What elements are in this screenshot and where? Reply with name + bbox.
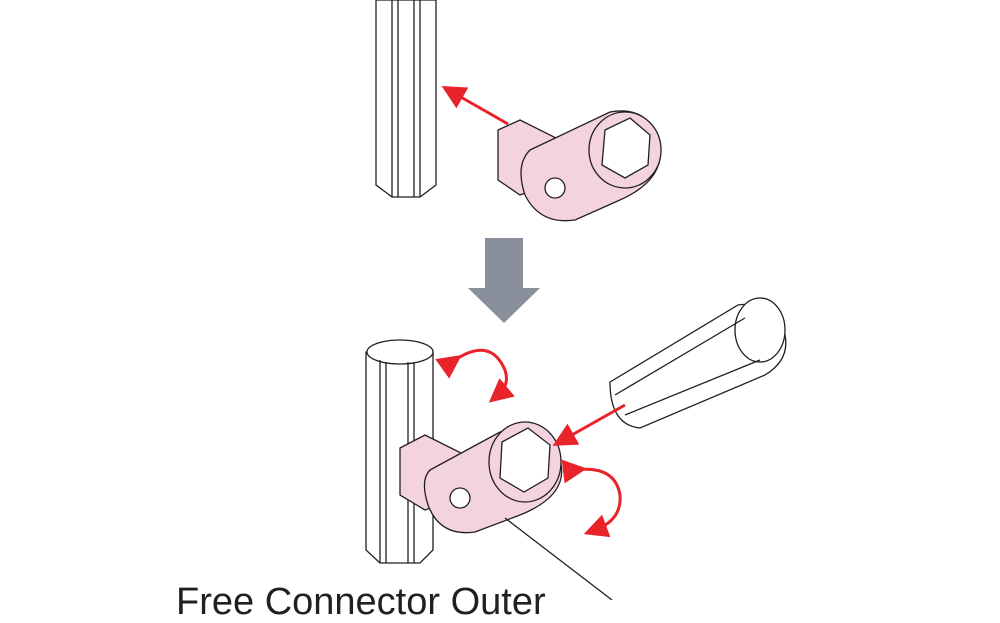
assembly-diagram	[365, 0, 787, 600]
rotate-arrow-top-icon	[435, 348, 515, 403]
pipe-insert	[609, 297, 787, 429]
insert-arrow-bottom	[552, 403, 626, 446]
insert-arrow-top	[441, 86, 509, 126]
pipe-top	[375, 0, 437, 198]
connector-top	[497, 110, 662, 222]
leader-line	[504, 517, 613, 600]
connector-bottom	[399, 421, 563, 534]
caption-label: Free Connector Outer	[176, 581, 546, 623]
rotate-arrow-right-icon	[561, 459, 622, 538]
step-down-arrow-icon	[468, 238, 540, 323]
